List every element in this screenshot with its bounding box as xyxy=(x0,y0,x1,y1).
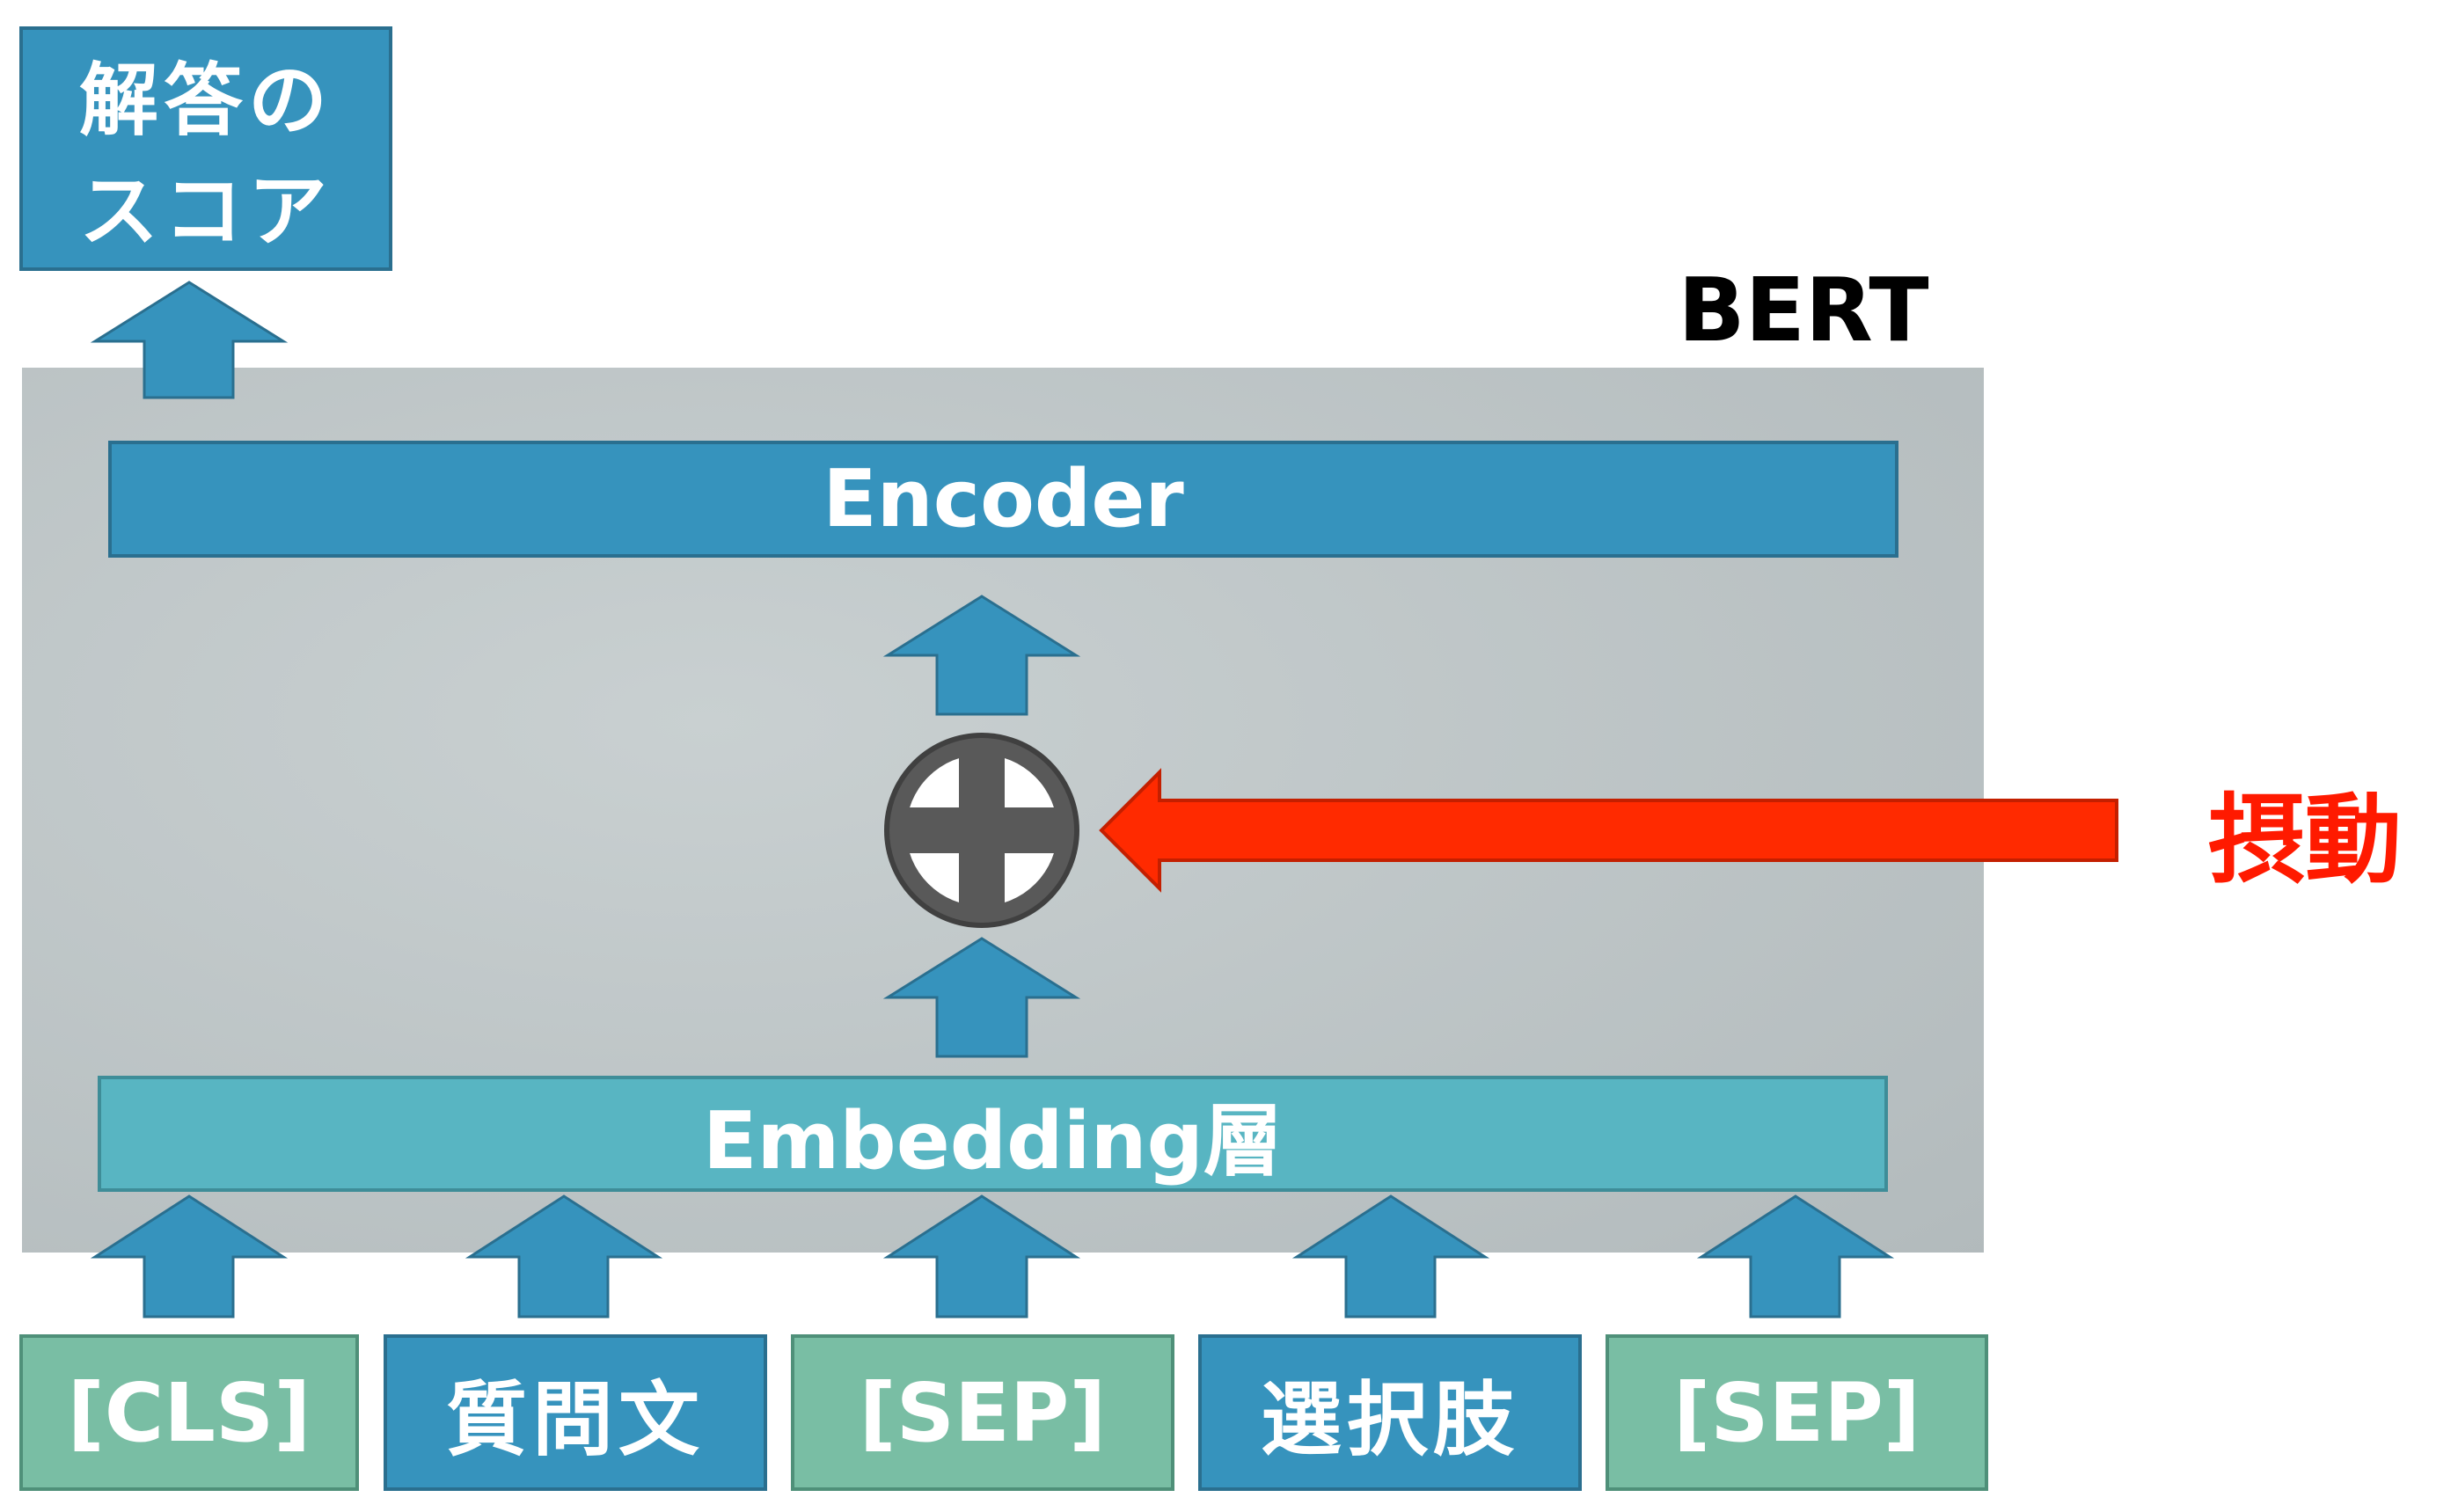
input-arrow-4 xyxy=(1291,1194,1490,1318)
embedding-layer-label: Embedding層 xyxy=(703,1095,1283,1187)
encoder-label: Encoder xyxy=(823,453,1184,545)
input-arrow-5 xyxy=(1696,1194,1895,1318)
bert-label: BERT xyxy=(1678,259,1929,362)
input-arrow-1 xyxy=(90,1194,289,1318)
input-arrow-2 xyxy=(465,1194,663,1318)
input-token-question xyxy=(384,1334,767,1491)
perturbation-arrow xyxy=(1099,768,2118,893)
input-token-question-label: 質問文 xyxy=(445,1372,705,1467)
input-arrow-3 xyxy=(882,1194,1081,1318)
input-token-sep-1-label: [SEP] xyxy=(859,1365,1107,1460)
answer-score-label-line2: スコア xyxy=(79,165,333,258)
encoder-box xyxy=(108,441,1898,558)
input-token-choice-label: 選択肢 xyxy=(1260,1372,1519,1467)
input-token-choice xyxy=(1198,1334,1582,1491)
input-token-sep-1 xyxy=(791,1334,1174,1491)
embedding-output-arrow xyxy=(882,937,1081,1058)
input-token-sep-2-label: [SEP] xyxy=(1673,1365,1920,1460)
input-token-cls-label: [CLS] xyxy=(67,1365,311,1460)
embedding-layer-box xyxy=(98,1076,1888,1192)
input-token-cls xyxy=(19,1334,359,1491)
perturbation-label: 摂動 xyxy=(2208,784,2402,896)
answer-score-box xyxy=(19,26,392,271)
input-token-sep-2 xyxy=(1606,1334,1988,1491)
encoder-input-arrow xyxy=(882,595,1081,716)
addition-symbol xyxy=(884,733,1079,928)
answer-score-label-line1: 解答の xyxy=(79,55,333,147)
output-arrow xyxy=(90,281,289,399)
